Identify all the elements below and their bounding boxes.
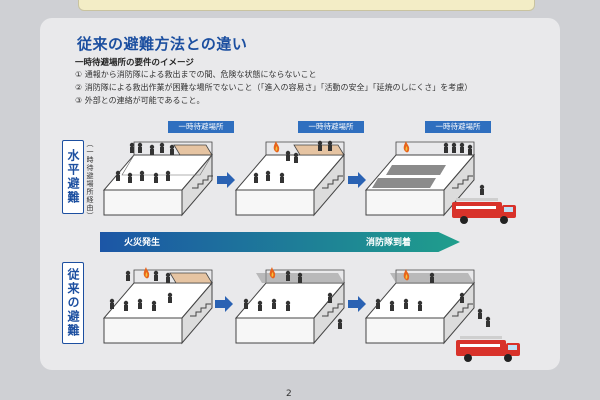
building-horizontal-3 (364, 141, 476, 217)
building-horizontal-1 (102, 141, 214, 217)
timeline-end-label: 消防隊到着 (366, 238, 412, 248)
arrow-right-icon (348, 172, 366, 188)
requirement-2: ② 消防隊による救出作業が困難な場所でないこと（「進入の容易さ」「活動の安全」「… (75, 83, 473, 92)
horizontal-evacuation-sublabel: （一時待避場所経由） (86, 140, 94, 220)
fire-icon (143, 267, 150, 279)
traditional-evacuation-label: 従来の避難 (62, 262, 84, 344)
stage-tag-3: 一時待避場所 (425, 121, 491, 133)
timeline-start-label: 火災発生 (124, 238, 161, 248)
arrow-right-icon (348, 296, 366, 312)
page-number: 2 (286, 389, 292, 399)
fire-truck-icon (452, 198, 516, 224)
previous-section-strip (78, 0, 535, 11)
arrow-right-icon (215, 296, 233, 312)
fire-icon (273, 141, 280, 153)
building-horizontal-2 (234, 141, 346, 217)
arrow-right-icon (217, 172, 235, 188)
horizontal-evacuation-label: 水平避難 (62, 140, 84, 214)
requirement-1: ① 通報から消防隊による救出までの間、危険な状態にならないこと (75, 70, 317, 79)
fire-icon (403, 141, 410, 153)
fire-truck-icon (456, 336, 520, 362)
requirements-heading: 一時待避場所の要件のイメージ (75, 58, 194, 68)
requirement-3: ③ 外部との連絡が可能であること。 (75, 96, 205, 105)
page-title: 従来の避難方法との違い (77, 35, 248, 53)
stage-tag-1: 一時待避場所 (168, 121, 234, 133)
building-traditional-1 (102, 269, 214, 345)
building-traditional-2 (234, 269, 346, 345)
timeline-arrow: 火災発生 消防隊到着 (100, 232, 460, 252)
stage-tag-2: 一時待避場所 (298, 121, 364, 133)
